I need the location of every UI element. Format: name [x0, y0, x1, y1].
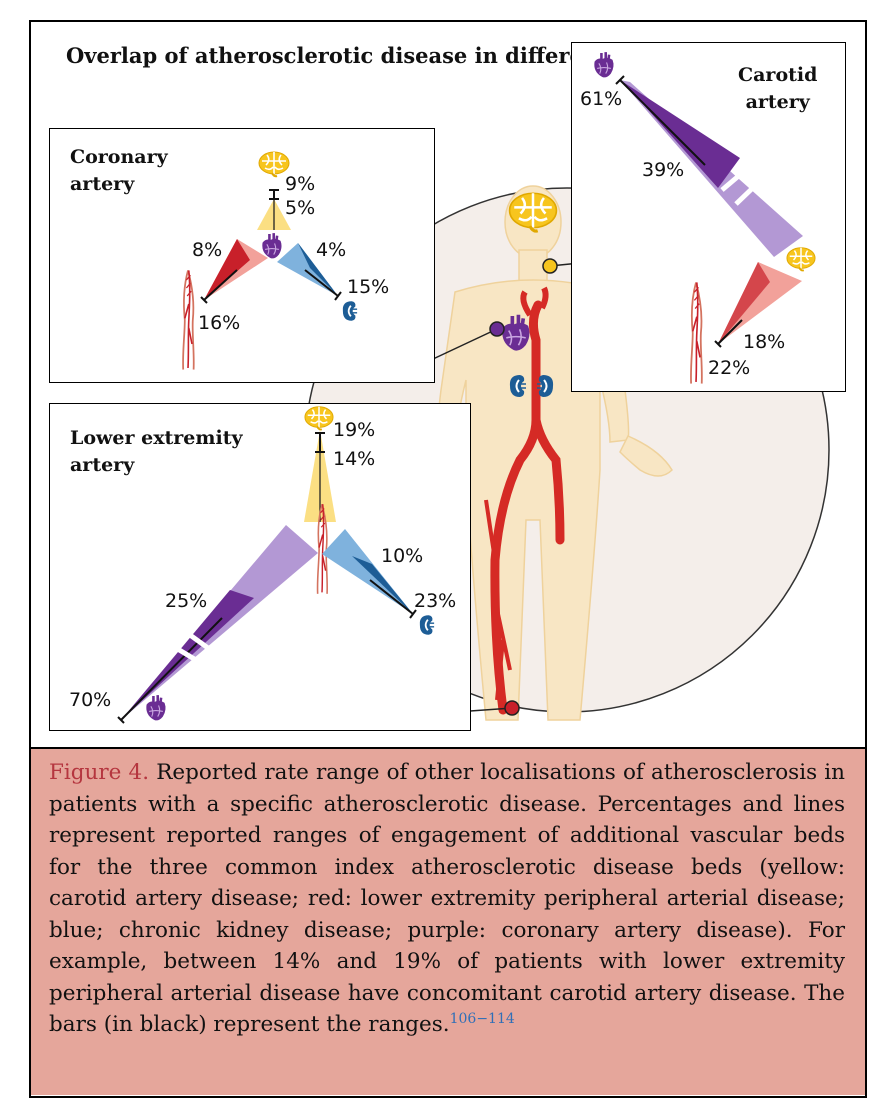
coronary-kidney-wedge-dark: [298, 243, 338, 296]
carotid-panel-title: Carotid artery: [738, 64, 818, 113]
lower-carotid-low: 14%: [333, 448, 376, 470]
carotid-body-dot: [542, 258, 558, 274]
coronary-carotid-low: 5%: [285, 197, 316, 219]
carotid-leg-high: 22%: [708, 357, 751, 379]
carotid-leg-low: 18%: [743, 331, 786, 353]
caption-text: Reported rate range of other localisatio…: [49, 760, 845, 1037]
coronary-carotid-range-bar: [269, 189, 279, 200]
coronary-body-dot: [489, 321, 505, 337]
lower-coronary-low: 25%: [165, 590, 208, 612]
coronary-panel-title: Coronary artery: [70, 146, 168, 195]
leg-body-dot: [504, 700, 520, 716]
lower-kidney-range-bar: [369, 579, 414, 615]
carotid-coronary-high: 61%: [580, 88, 623, 110]
coronary-leg-high: 16%: [198, 312, 241, 334]
lower-carotid-range-bar: [315, 432, 325, 453]
figure-label: Figure 4.: [49, 760, 150, 785]
carotid-coronary-range-bar: [619, 79, 706, 166]
lower-panel-title: Lower extremity artery: [70, 427, 243, 476]
lower-kidney-low: 10%: [381, 545, 424, 567]
coronary-kidney-low: 4%: [316, 239, 347, 261]
carotid-coronary-low: 39%: [642, 159, 685, 181]
coronary-carotid-high: 9%: [285, 173, 316, 195]
lower-heart-icon: [144, 693, 167, 722]
lower-kidney-high: 23%: [414, 590, 457, 612]
lower-kidney-wedge-light: [322, 529, 413, 614]
figure-caption: Figure 4. Reported rate range of other l…: [31, 747, 865, 1095]
carotid-artery-panel: [571, 42, 846, 392]
lower-carotid-high: 19%: [333, 419, 376, 441]
coronary-leg-low: 8%: [192, 239, 223, 261]
lower-brain-icon: [304, 405, 334, 431]
carotid-leg-range-bar: [717, 319, 743, 345]
lower-coronary-range-bar: [120, 617, 223, 721]
coronary-leg-range-bar: [203, 269, 238, 301]
lower-kidney-icon: [419, 614, 435, 636]
carotid-coronary-wedge-dark: [620, 80, 740, 188]
lower-coronary-high: 70%: [69, 689, 112, 711]
coronary-leg-wedge-dark: [204, 239, 250, 300]
lower-leg-icon: [316, 503, 329, 595]
citation-link[interactable]: 106−114: [449, 1010, 515, 1027]
coronary-kidney-range-bar: [304, 269, 339, 297]
coronary-kidney-high: 15%: [347, 276, 390, 298]
